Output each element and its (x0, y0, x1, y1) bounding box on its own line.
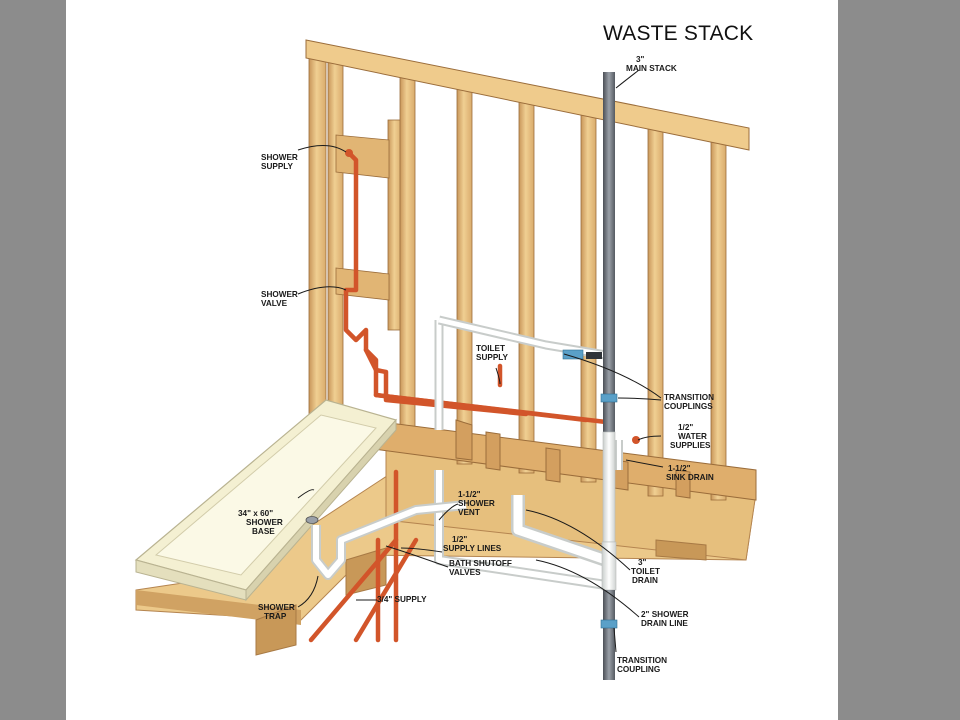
pvc-drains (311, 315, 623, 590)
water-supply-stub (632, 436, 640, 444)
label-transition-couplings: TRANSITION COUPLINGS (664, 393, 716, 411)
transition-coupling-upper (600, 393, 618, 403)
label-shower-trap: SHOWER TRAP (258, 603, 297, 621)
copper-supply-lines (308, 150, 609, 643)
main-waste-stack (562, 72, 618, 680)
label-shower-drain-line: 2" SHOWER DRAIN LINE (641, 610, 691, 628)
slide-title: WASTE STACK (603, 22, 754, 45)
label-shower-valve: SHOWER VALVE (261, 290, 300, 308)
label-water-supplies: 1/2" WATER SUPPLIES (670, 423, 711, 450)
label-supply-lines: 1/2" SUPPLY LINES (443, 535, 502, 553)
label-toilet-supply: TOILET SUPPLY (476, 344, 509, 362)
label-shower-supply: SHOWER SUPPLY (261, 153, 300, 171)
label-toilet-drain: 3" TOILET DRAIN (631, 558, 662, 585)
label-shutoff-valves: BATH SHUTOFF VALVES (449, 559, 514, 577)
vent-coupling (586, 352, 602, 359)
callout-labels: 3" MAIN STACK SHOWER SUPPLY SHOWER VALVE… (238, 55, 716, 674)
leader-lines (297, 69, 664, 653)
label-shower-vent: 1-1/2" SHOWER VENT (458, 490, 497, 517)
shower-base (134, 399, 398, 602)
plumbing-diagram: 3" MAIN STACK SHOWER SUPPLY SHOWER VALVE… (134, 39, 757, 680)
label-shower-base: 34" x 60" SHOWER BASE (238, 509, 285, 536)
transition-coupling-lower (600, 619, 618, 629)
label-main-stack: 3" MAIN STACK (626, 55, 677, 73)
label-three-quarter-supply: 3/4" SUPPLY (377, 595, 427, 604)
slide-canvas: WASTE STACK (66, 0, 838, 720)
wall-framing (305, 39, 757, 501)
label-sink-drain: 1-1/2" SINK DRAIN (666, 464, 714, 482)
shower-head-fitting (345, 149, 353, 157)
label-transition-coupling: TRANSITION COUPLING (617, 656, 669, 674)
